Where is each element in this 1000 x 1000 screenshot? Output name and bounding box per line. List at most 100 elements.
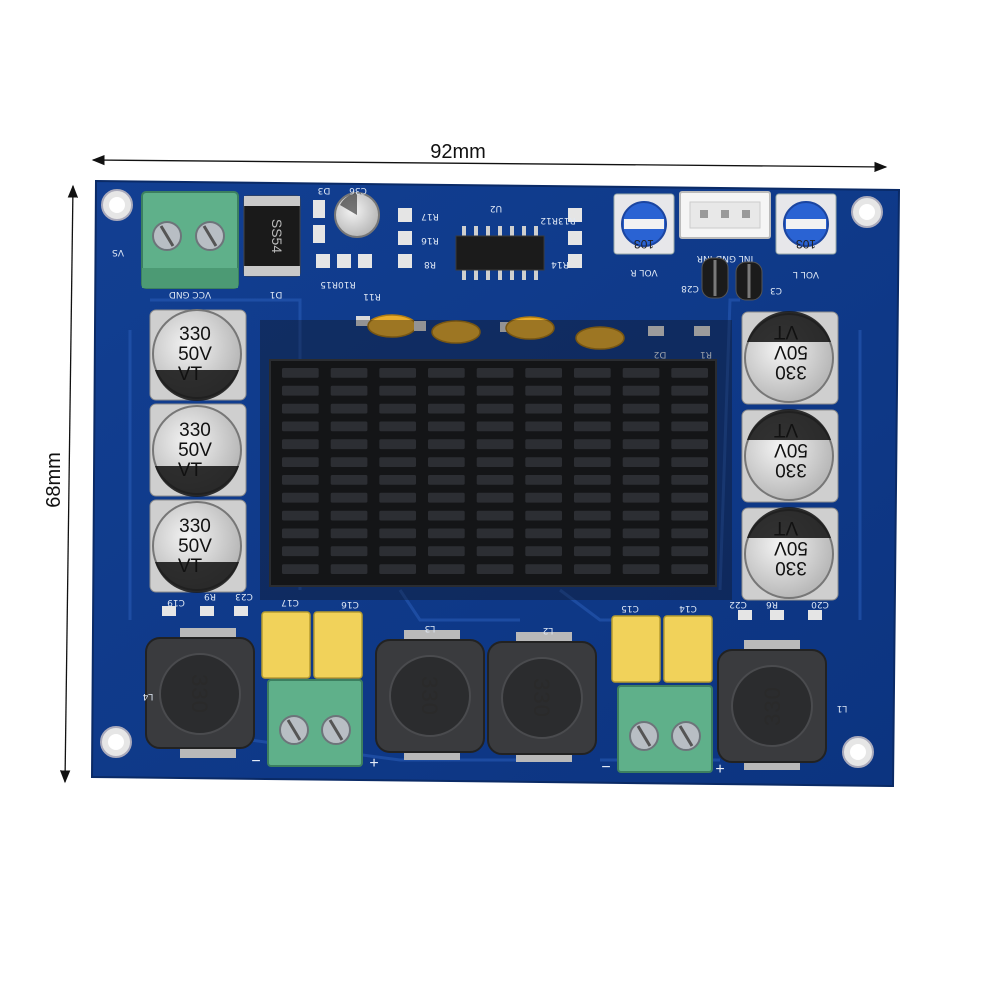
heatsink-fin bbox=[379, 457, 416, 467]
film-capacitors bbox=[261, 611, 713, 683]
heatsink-fin bbox=[379, 492, 416, 503]
heatsink-fin bbox=[574, 546, 611, 557]
inductor-3: 330 bbox=[487, 632, 597, 762]
silk-r8: R8 bbox=[424, 259, 436, 269]
heatsink-fin bbox=[428, 510, 465, 521]
heatsink-fin bbox=[379, 528, 416, 539]
heatsink-fin bbox=[622, 492, 660, 503]
heatsink-fin bbox=[379, 546, 416, 557]
silk-c22: C22 bbox=[729, 599, 747, 609]
heatsink-fin bbox=[525, 546, 562, 557]
silk-l4: L4 bbox=[142, 691, 153, 701]
heatsink-fin bbox=[428, 403, 465, 414]
silk-d3: D3 bbox=[318, 185, 331, 195]
left-capacitors: 330 50V VT 330 50V VT 330 50V VT bbox=[149, 309, 247, 593]
silk-r16: R16 bbox=[421, 235, 439, 245]
heatsink-fin bbox=[574, 457, 611, 467]
silk-r11: R11 bbox=[363, 291, 381, 301]
heatsink-fin bbox=[671, 421, 708, 432]
heatsink-fin bbox=[282, 439, 319, 450]
heatsink-fin bbox=[476, 546, 514, 557]
heatsink-fin bbox=[476, 457, 514, 467]
cap-right-1-value: 330 bbox=[775, 361, 807, 382]
heatsink-fin bbox=[525, 457, 562, 467]
heatsink-fin bbox=[428, 492, 465, 503]
heatsink-fin bbox=[330, 439, 368, 450]
heatsink-fin bbox=[671, 510, 708, 521]
cap-right-1-series: VT bbox=[773, 321, 798, 342]
heatsink-fin bbox=[476, 528, 514, 539]
heatsink-fin bbox=[574, 492, 611, 503]
cap-right-3-value: 330 bbox=[775, 557, 807, 578]
silk-l2: L2 bbox=[543, 625, 554, 635]
heatsink-fin bbox=[476, 385, 514, 396]
heatsink-fin bbox=[330, 510, 368, 521]
heatsink-fin bbox=[282, 546, 319, 557]
heatsink-fin bbox=[282, 564, 319, 574]
inductor-4: 330 bbox=[717, 640, 827, 770]
heatsink-fin bbox=[282, 528, 319, 539]
heatsink-fin bbox=[622, 368, 660, 378]
inductor-3-marking: 330 bbox=[529, 678, 554, 718]
silk-c20: C20 bbox=[811, 599, 829, 609]
inductor-2-marking: 330 bbox=[417, 676, 442, 716]
smd-resistors-group bbox=[313, 200, 582, 268]
speaker-terminal-left bbox=[267, 679, 363, 767]
heatsink-fin bbox=[671, 564, 708, 574]
heatsink-fin bbox=[282, 385, 319, 396]
heatsink-fin bbox=[525, 564, 562, 574]
silk-d2: D2 bbox=[654, 349, 667, 359]
volume-pot-right: 103 bbox=[613, 193, 675, 255]
heatsink-fin bbox=[476, 492, 514, 503]
heatsink-fin bbox=[282, 492, 319, 503]
heatsink-fin bbox=[379, 385, 416, 396]
heatsink-fin bbox=[574, 528, 611, 539]
heatsink-fin bbox=[428, 421, 465, 432]
small-capacitors-c28-c3 bbox=[701, 257, 763, 301]
cap-right-2-voltage: 50V bbox=[774, 439, 808, 460]
heatsink-fin bbox=[476, 475, 514, 485]
silk-plus-left: + bbox=[369, 755, 378, 772]
heatsink-fin bbox=[525, 510, 562, 521]
inductor-1: 330 bbox=[145, 628, 255, 758]
cap-left-3-series: VT bbox=[178, 556, 203, 577]
heatsink-fin bbox=[574, 421, 611, 432]
silk-c17: C17 bbox=[281, 597, 299, 607]
inductor-1-marking: 330 bbox=[187, 674, 212, 714]
heatsink-fin bbox=[476, 368, 514, 378]
silk-r14: R14 bbox=[551, 259, 569, 269]
heatsink-fin bbox=[671, 403, 708, 414]
mounting-holes bbox=[100, 189, 883, 768]
heatsink-fin bbox=[330, 546, 368, 557]
heatsink-fin bbox=[282, 457, 319, 467]
ceramic-capacitors-row bbox=[356, 314, 625, 350]
heatsink-fin bbox=[622, 475, 660, 485]
heatsink-fin bbox=[574, 368, 611, 378]
cap-right-2-value: 330 bbox=[775, 459, 807, 480]
heatsink-fin bbox=[282, 403, 319, 414]
heatsink-fin bbox=[574, 564, 611, 574]
cap-left-1-series: VT bbox=[178, 364, 203, 385]
capacitor-left-2: 330 50V VT bbox=[149, 403, 247, 497]
heatsink-fin bbox=[330, 564, 368, 574]
heatsink-fin bbox=[330, 368, 368, 378]
heatsink-fin bbox=[379, 368, 416, 378]
heatsink-fin bbox=[428, 368, 465, 378]
schottky-diode: SS54 bbox=[243, 195, 301, 277]
cap-left-2-value: 330 bbox=[179, 420, 211, 441]
smd-leds-d2-r1 bbox=[648, 326, 710, 336]
silk-r10r15: R10R15 bbox=[320, 279, 355, 289]
heatsink bbox=[260, 320, 732, 600]
heatsink-fin bbox=[525, 439, 562, 450]
silk-inr-gnd-inl: INL GND INR bbox=[697, 253, 753, 263]
heatsink-fin bbox=[525, 368, 562, 378]
silk-r1: R1 bbox=[700, 349, 712, 359]
speaker-terminal-right bbox=[617, 685, 713, 773]
heatsink-fin bbox=[330, 421, 368, 432]
heatsink-fin bbox=[574, 403, 611, 414]
cap-left-1-voltage: 50V bbox=[178, 344, 212, 365]
heatsink-fin bbox=[622, 403, 660, 414]
heatsink-fin bbox=[428, 564, 465, 574]
heatsink-fin bbox=[622, 385, 660, 396]
cap-left-2-series: VT bbox=[178, 460, 203, 481]
